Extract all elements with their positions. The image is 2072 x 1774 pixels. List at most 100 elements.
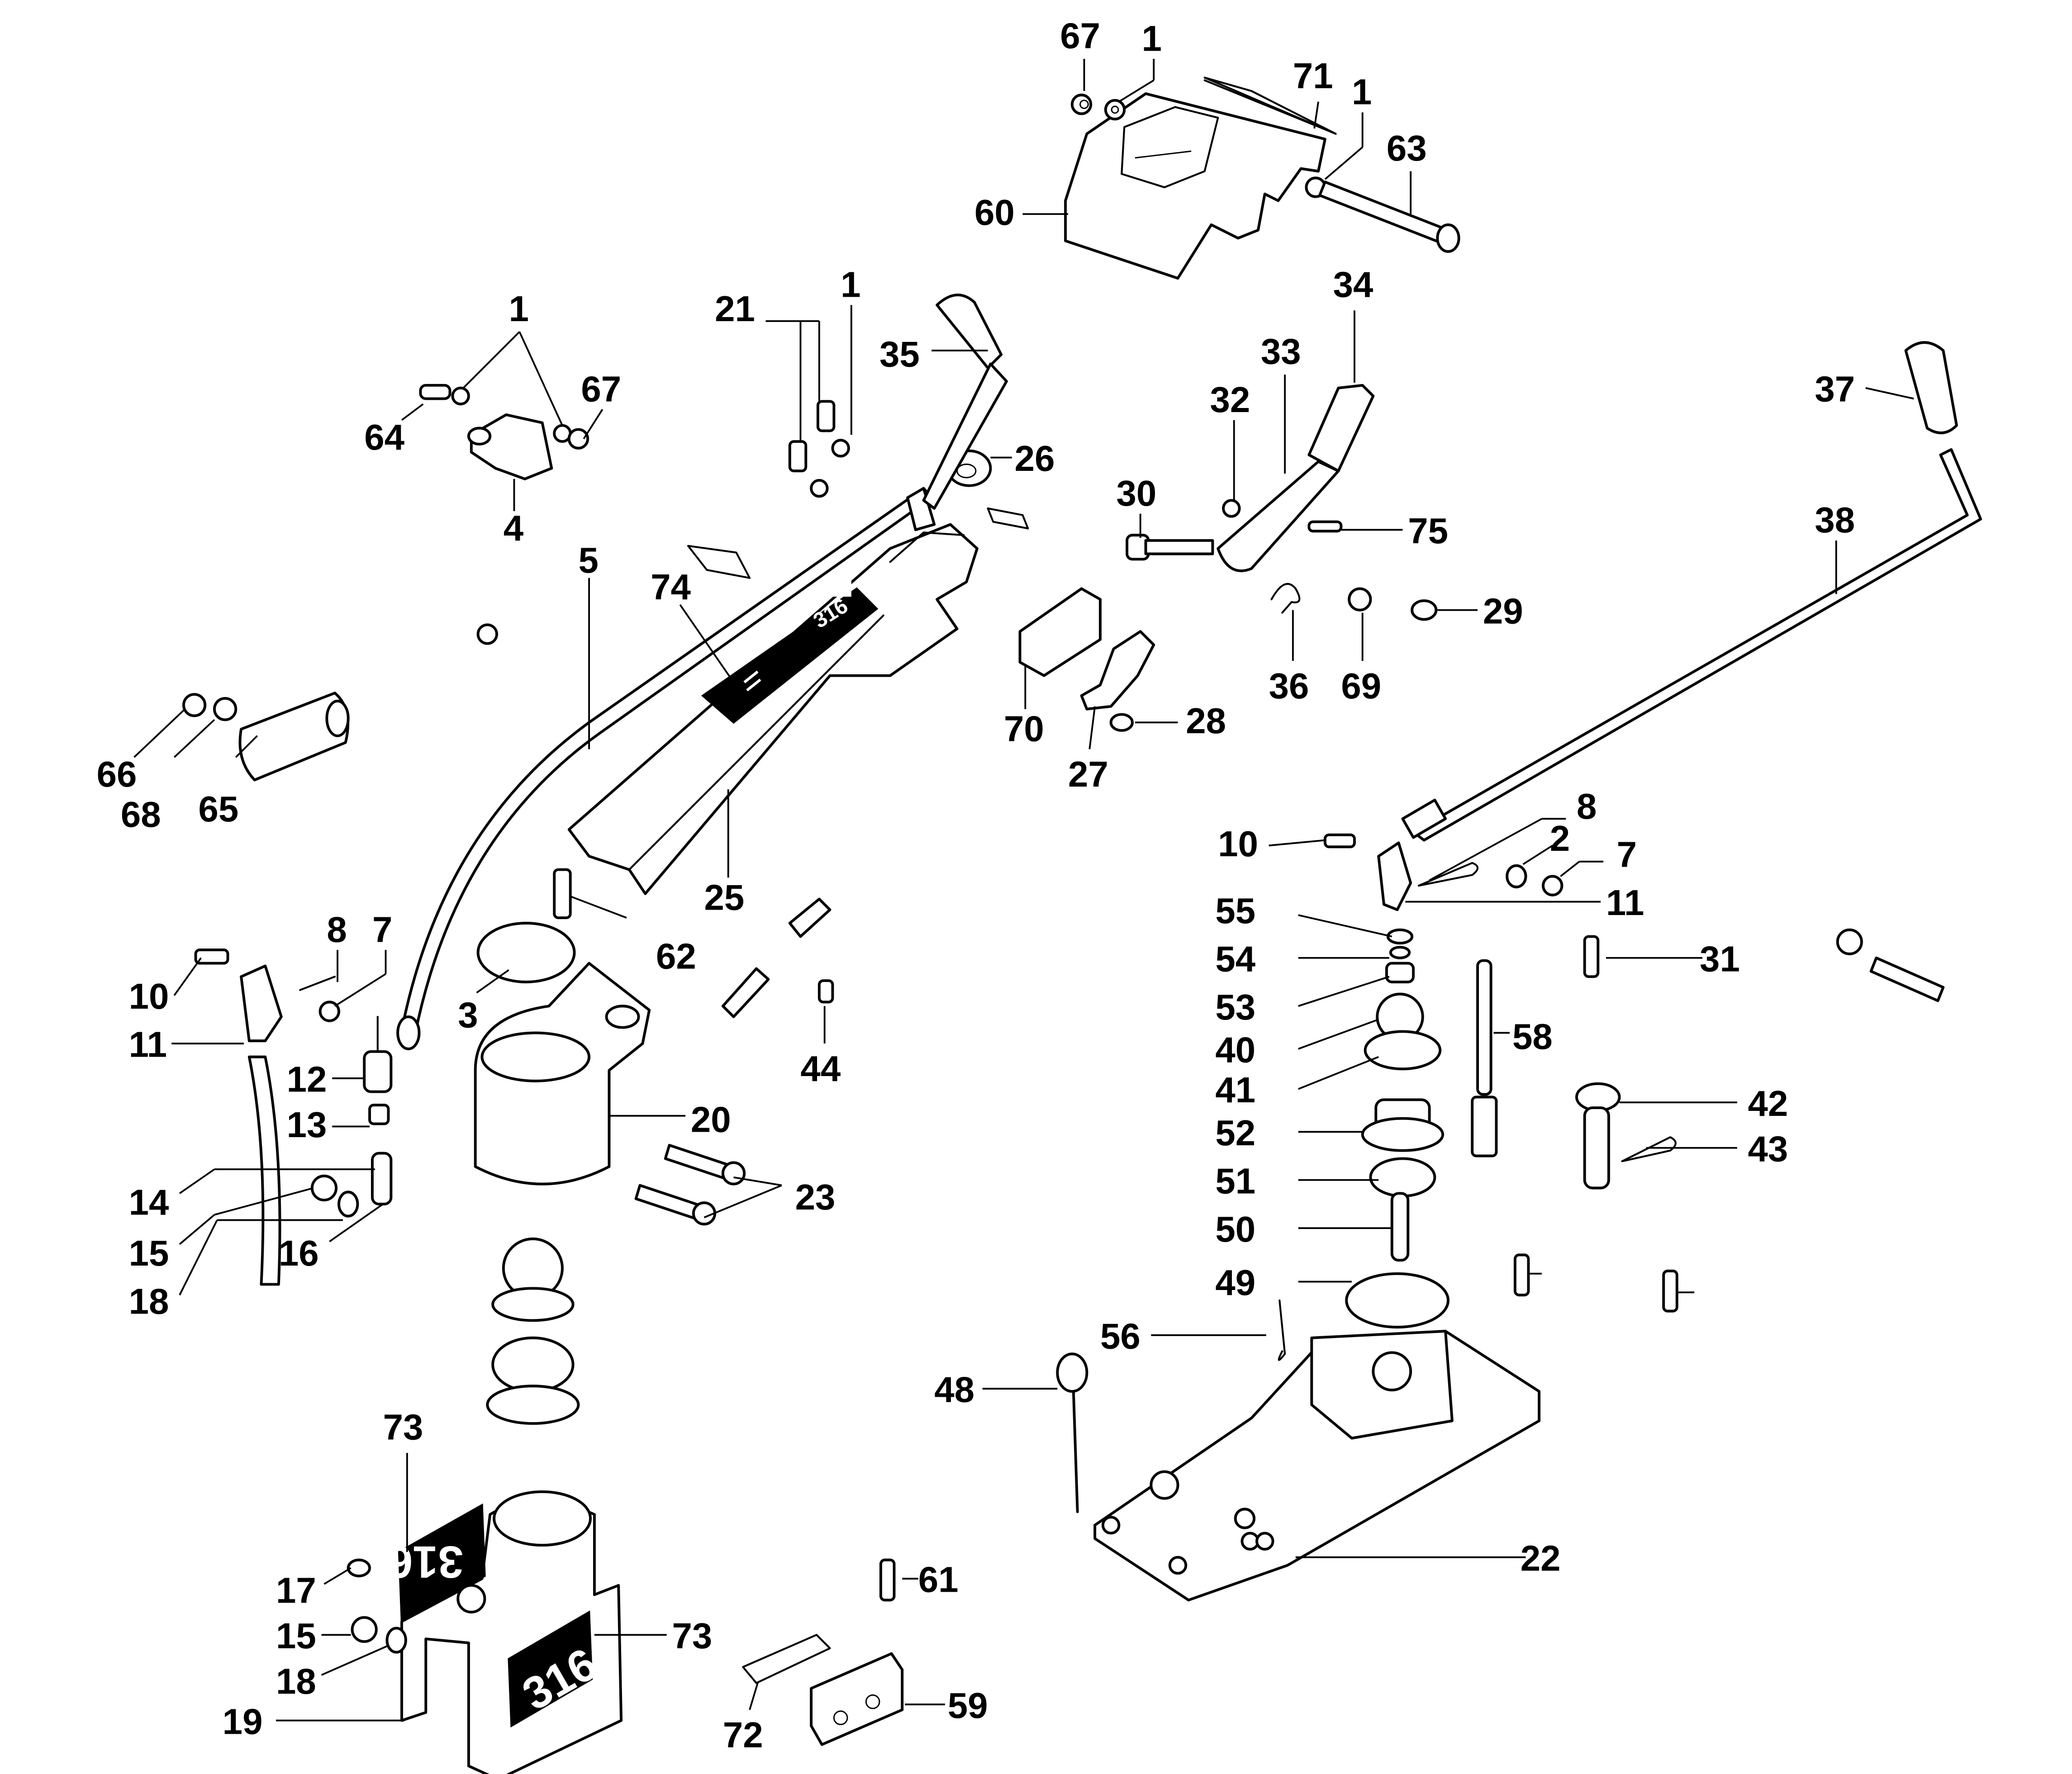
- bolt-64: [419, 384, 470, 406]
- bolt-61: [879, 1558, 896, 1602]
- spring-36: [1270, 583, 1301, 614]
- callout-49: 49: [1215, 1262, 1255, 1303]
- fitting-12: [363, 1015, 393, 1093]
- callout-40: 40: [1215, 1029, 1255, 1070]
- callout-11: 11: [1606, 882, 1644, 923]
- callout-1: 1: [1142, 18, 1162, 58]
- callout-16: 16: [279, 1233, 319, 1273]
- washer-15: [337, 1191, 359, 1218]
- callout-23: 23: [795, 1177, 836, 1217]
- callout-8: 8: [327, 909, 347, 949]
- part-base-19: [400, 1490, 623, 1774]
- boot-51: [1369, 1157, 1436, 1198]
- callout-67: 67: [581, 369, 621, 409]
- pin-56: [1278, 1299, 1286, 1361]
- callout-63: 63: [1387, 128, 1427, 168]
- callout-71: 71: [1293, 56, 1333, 96]
- callout-62: 62: [656, 936, 696, 976]
- callout-41: 41: [1215, 1070, 1255, 1110]
- callout-48: 48: [934, 1370, 974, 1410]
- leader-lines: [133, 59, 1914, 1722]
- callout-28: 28: [1186, 701, 1226, 741]
- ball-joint-lower: [491, 1237, 575, 1322]
- callout-56: 56: [1100, 1316, 1141, 1356]
- callout-55: 55: [1215, 891, 1255, 931]
- callout-65: 65: [198, 789, 238, 829]
- clevis-11-left: [240, 964, 283, 1043]
- callout-70: 70: [1004, 709, 1044, 749]
- callout-2: 2: [1550, 818, 1570, 859]
- part-gearbox-22: [1093, 1330, 1541, 1602]
- washer-68: [213, 697, 238, 721]
- callout-4: 4: [504, 508, 523, 548]
- callout-18: 18: [276, 1661, 316, 1702]
- callout-31: 31: [1700, 939, 1740, 979]
- callout-32: 32: [1210, 379, 1250, 420]
- rod-38: [1401, 448, 1982, 842]
- part-bracket-4: [467, 413, 553, 480]
- clevis-11-right: [1377, 841, 1412, 911]
- circlip-55: [1386, 928, 1414, 945]
- callout-10: 10: [129, 976, 169, 1016]
- shim-72: [742, 1634, 831, 1684]
- callout-10: 10: [1218, 824, 1258, 864]
- bolt-10-right: [1323, 833, 1356, 849]
- callout-66: 66: [97, 754, 137, 794]
- callout-64: 64: [364, 417, 404, 457]
- callout-7: 7: [1617, 835, 1637, 875]
- bracket-59: [810, 1652, 904, 1746]
- bolt-63: [1318, 180, 1460, 253]
- callout-58: 58: [1512, 1016, 1553, 1057]
- nut-loose: [476, 623, 498, 645]
- callout-61: 61: [918, 1560, 959, 1600]
- callout-73: 73: [383, 1407, 423, 1447]
- gate-49: [1345, 1272, 1449, 1329]
- washer-2: [1506, 864, 1527, 888]
- callout-1: 1: [1352, 72, 1372, 112]
- callout-33: 33: [1261, 332, 1301, 372]
- callout-54: 54: [1215, 939, 1255, 979]
- callout-26: 26: [1015, 438, 1055, 479]
- bolt-30: [1126, 534, 1214, 561]
- fitting-16: [371, 1152, 393, 1205]
- callout-27: 27: [1068, 754, 1108, 794]
- callout-19: 19: [223, 1701, 263, 1741]
- callout-75: 75: [1408, 511, 1448, 551]
- nut-14: [310, 1174, 338, 1202]
- callout-15: 15: [276, 1616, 316, 1656]
- callout-69: 69: [1341, 666, 1381, 706]
- bolt-10-left: [194, 949, 229, 965]
- callout-38: 38: [1815, 500, 1855, 540]
- cotter-8-right: [1417, 862, 1479, 887]
- ring-54: [1389, 946, 1411, 959]
- model-decal-flipped: 316: [387, 1537, 463, 1587]
- bolt-21b: [816, 400, 850, 458]
- grease-nipple-17: [347, 1558, 371, 1578]
- fitting-13: [368, 1104, 390, 1125]
- callout-60: 60: [974, 192, 1015, 232]
- bolts-23: [634, 1143, 746, 1226]
- callout-53: 53: [1215, 987, 1255, 1027]
- callout-3: 3: [458, 995, 478, 1035]
- nut-7-left: [318, 1001, 340, 1022]
- callout-15: 15: [129, 1233, 169, 1273]
- decal-73-upper: 316: [387, 1503, 486, 1623]
- callout-37: 37: [1815, 369, 1855, 409]
- callout-8: 8: [1577, 786, 1597, 826]
- callout-59: 59: [948, 1685, 988, 1726]
- part-cover-60: [1064, 76, 1337, 280]
- callout-13: 13: [287, 1105, 327, 1145]
- flange-41: [1364, 1030, 1442, 1071]
- callout-labels: 67 1 71 1 63 60 1 64 67 4 5 66 68 65 21 …: [97, 15, 1855, 1755]
- callout-30: 30: [1116, 473, 1156, 513]
- callout-51: 51: [1215, 1161, 1255, 1201]
- pin-44: [817, 979, 834, 1004]
- callout-42: 42: [1748, 1083, 1788, 1124]
- part-grip-65: [238, 692, 350, 782]
- callout-72: 72: [723, 1715, 763, 1755]
- gate-plate-3: [476, 921, 576, 983]
- bushing-53: [1385, 962, 1415, 983]
- callout-29: 29: [1483, 591, 1523, 631]
- bolt-far-right: [1836, 928, 1945, 1002]
